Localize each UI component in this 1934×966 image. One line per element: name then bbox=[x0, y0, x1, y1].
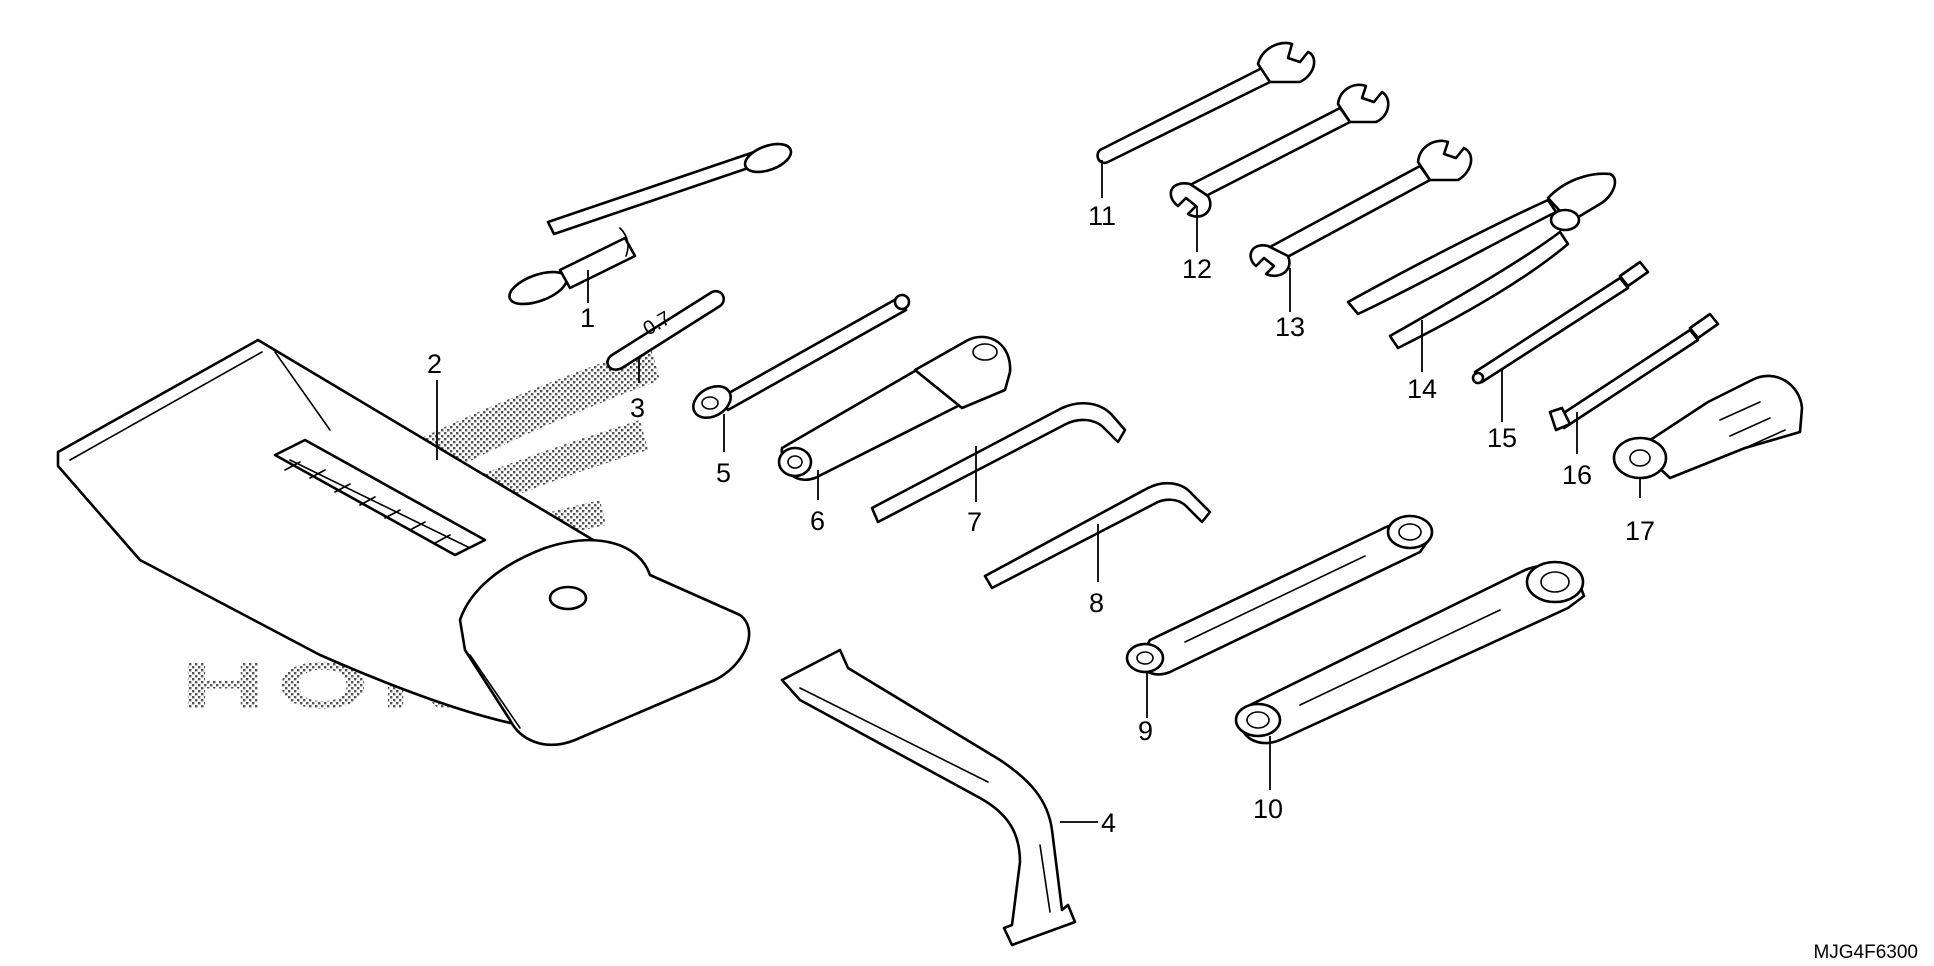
box-socket-wrench bbox=[777, 335, 1012, 481]
pliers bbox=[1346, 172, 1617, 350]
callout-15: 15 bbox=[1487, 423, 1517, 453]
callout-9: 9 bbox=[1138, 716, 1153, 746]
callout-13: 13 bbox=[1275, 312, 1305, 342]
callout-4: 4 bbox=[1101, 808, 1116, 838]
tool-bag bbox=[56, 338, 751, 747]
callout-7: 7 bbox=[967, 507, 982, 537]
ring-wrench-large bbox=[1234, 560, 1586, 745]
screwdriver-flat bbox=[1548, 312, 1720, 432]
callout-6: 6 bbox=[810, 506, 825, 536]
callout-17: 17 bbox=[1625, 516, 1655, 546]
callout-5: 5 bbox=[716, 458, 731, 488]
callout-3: 3 bbox=[630, 393, 645, 423]
callout-1: 1 bbox=[580, 303, 595, 333]
screwdriver-grip bbox=[1612, 374, 1804, 480]
open-wrench-12 bbox=[1169, 83, 1390, 218]
hex-key-small bbox=[983, 481, 1212, 590]
callout-14: 14 bbox=[1407, 374, 1437, 404]
callout-16: 16 bbox=[1562, 460, 1592, 490]
socket-rod bbox=[692, 293, 911, 420]
callout-11: 11 bbox=[1088, 201, 1116, 231]
feeler-gauge: 0.7 bbox=[606, 289, 725, 371]
open-wrench-13 bbox=[1249, 139, 1473, 277]
callout-2: 2 bbox=[427, 349, 442, 379]
hex-key-large bbox=[870, 401, 1127, 524]
callout-labels: 1 2 3 4 5 6 7 8 9 10 11 12 13 14 15 16 1… bbox=[427, 201, 1655, 838]
drawing-code: MJG4F6300 bbox=[1813, 942, 1918, 963]
callout-10: 10 bbox=[1253, 794, 1283, 824]
handle-bar bbox=[780, 648, 1077, 947]
screwdriver-phillips bbox=[1471, 260, 1650, 385]
callout-8: 8 bbox=[1089, 588, 1104, 618]
callout-12: 12 bbox=[1182, 254, 1212, 284]
pin-spanner-rod bbox=[508, 142, 793, 306]
leader-lines bbox=[436, 160, 1641, 823]
ring-wrench-small bbox=[1125, 514, 1434, 676]
